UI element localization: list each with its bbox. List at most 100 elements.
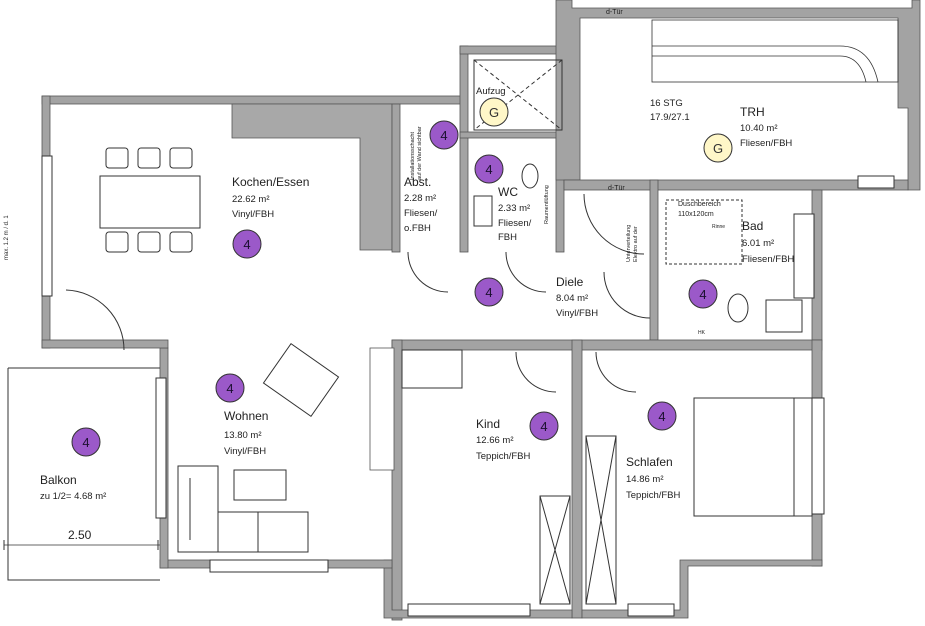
room-floor-kochen: Vinyl/FBH	[232, 209, 274, 220]
room-area-schlafen: 14.86 m²	[626, 474, 664, 485]
label-raumentlueftung: Raumentlüftung	[544, 185, 550, 224]
sink-bad	[765, 299, 803, 333]
wall-stair-bottom	[563, 179, 909, 191]
toilet-wc	[521, 163, 539, 189]
room-area-trh: 10.40 m²	[740, 123, 778, 134]
room-labels: Kochen/Essen 22.62 m² Vinyl/FBH Abst. 2.…	[4, 9, 794, 542]
wardrobe-schlafen	[585, 435, 617, 605]
badge-kochen: 4	[232, 229, 262, 259]
room-area-wc: 2.33 m²	[498, 203, 530, 214]
wall-abst-right	[459, 45, 469, 253]
badge-balkon: 4	[71, 427, 101, 457]
door-abst	[407, 251, 449, 293]
room-floor-kind: Teppich/FBH	[476, 451, 531, 462]
wall-abst	[391, 103, 401, 253]
room-name-abst: Abst.	[404, 175, 431, 189]
coffee-table	[233, 469, 287, 501]
armchair	[262, 343, 340, 417]
room-area-kind: 12.66 m²	[476, 435, 514, 446]
room-area-wohnen: 13.80 m²	[224, 430, 262, 441]
label-unterverteilung1: Unterverteilung	[626, 225, 632, 262]
shower-area	[665, 199, 743, 265]
wall-elevator-top	[459, 45, 573, 55]
room-floor1-abst: Fliesen/	[404, 208, 438, 219]
label-stairs-ratio: 17.9/27.1	[650, 112, 690, 123]
room-name-diele: Diele	[556, 275, 584, 289]
badge-schlafen: 4	[647, 401, 677, 431]
room-name-trh: TRH	[740, 105, 765, 119]
balcony-outline	[7, 368, 160, 581]
svg-text:4: 4	[658, 409, 665, 424]
door-bad	[603, 271, 651, 319]
room-name-wc: WC	[498, 185, 518, 199]
sofa	[177, 465, 309, 553]
label-duschbereich: Duschbereich	[678, 201, 721, 208]
label-dtuer-top: d-Tür	[606, 9, 623, 16]
badge-wohnen: 4	[215, 373, 245, 403]
room-floor-trh: Fliesen/FBH	[740, 138, 792, 149]
door-stair	[583, 193, 645, 255]
wardrobe-kind	[539, 495, 571, 605]
wall-kitchen-top	[41, 95, 463, 105]
svg-text:4: 4	[82, 435, 89, 450]
dining-chairs	[105, 147, 193, 253]
room-area-balkon: zu 1/2= 4.68 m²	[40, 491, 106, 502]
label-side: max. 1.2 m / d. 1	[4, 215, 10, 260]
label-dimension: 2.50	[68, 528, 92, 542]
door-wc	[505, 251, 547, 293]
dining-table	[99, 175, 201, 229]
badge-g-trh: G	[703, 133, 733, 163]
wall-elevator-bottom	[459, 131, 573, 139]
room-floor-wohnen: Vinyl/FBH	[224, 446, 266, 457]
room-area-kochen: 22.62 m²	[232, 194, 270, 205]
room-name-wohnen: Wohnen	[224, 409, 268, 423]
badge-g-aufzug: G	[479, 97, 509, 127]
room-floor-bad: Fliesen/FBH	[742, 254, 794, 265]
label-unterverteilung2: Elektro auf der	[633, 226, 639, 262]
room-floor2-abst: o.FBH	[404, 223, 431, 234]
wall-corridor	[391, 339, 823, 351]
wall-kind-right	[571, 339, 583, 619]
wall-bottom-schlafen	[581, 559, 823, 619]
door-balcony	[65, 289, 125, 351]
lines	[3, 19, 899, 605]
sink-wc	[473, 195, 493, 227]
svg-text:4: 4	[485, 162, 492, 177]
label-installation2: auf der Wand sichtbar	[417, 126, 423, 180]
room-name-kochen: Kochen/Essen	[232, 175, 309, 189]
room-name-kind: Kind	[476, 417, 500, 431]
label-dtuer-mid: d-Tür	[608, 185, 625, 192]
elevator-box	[473, 59, 563, 131]
door-kind	[515, 351, 557, 393]
svg-text:4: 4	[440, 128, 447, 143]
label-aufzug: Aufzug	[476, 86, 506, 97]
wall-bath-left	[649, 179, 659, 341]
svg-text:G: G	[489, 105, 499, 120]
svg-text:4: 4	[226, 381, 233, 396]
toilet-bad	[727, 293, 749, 323]
wall-kind-left	[391, 339, 403, 621]
label-duschbereich-size: 110x120cm	[678, 211, 714, 218]
wall-balcony-top	[41, 339, 169, 349]
room-floor-schlafen: Teppich/FBH	[626, 490, 681, 501]
wall-stair-top	[555, 0, 921, 191]
svg-text:4: 4	[540, 419, 547, 434]
room-floor1-wc: Fliesen/	[498, 218, 532, 229]
door-schlafen	[595, 351, 637, 393]
badge-bad: 4	[688, 279, 718, 309]
svg-text:4: 4	[699, 287, 706, 302]
label-hk: HK	[698, 330, 706, 336]
badge-kind: 4	[529, 411, 559, 441]
room-area-abst: 2.28 m²	[404, 193, 436, 204]
badges: 4 4 4 4 4 4 4 4 4 G G	[71, 97, 733, 457]
room-area-bad: 6.01 m²	[742, 238, 774, 249]
wall-wohnen-kind	[369, 347, 395, 471]
room-floor2-wc: FBH	[498, 232, 517, 243]
svg-text:G: G	[713, 141, 723, 156]
room-area-diele: 8.04 m²	[556, 293, 588, 304]
label-rinne: Rinne	[712, 224, 725, 230]
label-installation1: Installationsschacht	[410, 132, 416, 180]
room-name-schlafen: Schlafen	[626, 455, 673, 469]
svg-text:4: 4	[485, 285, 492, 300]
